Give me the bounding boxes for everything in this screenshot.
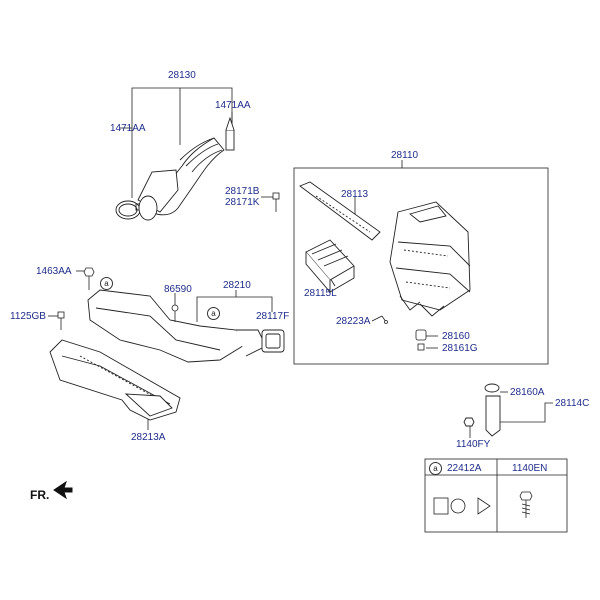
label-1463AA: 1463AA: [36, 266, 72, 277]
label-28115L: 28115L: [304, 288, 337, 299]
air-cleaner-drawing: [389, 201, 471, 317]
leader-28114C: [498, 402, 553, 423]
legend-table: [424, 458, 568, 533]
front-arrow-icon: [53, 480, 73, 500]
label-28117F: 28117F: [256, 311, 290, 322]
legend-col2-header: 1140EN: [512, 463, 548, 474]
label-1471AA-top: 1471AA: [215, 100, 251, 111]
label-28113: 28113: [341, 189, 369, 200]
label-28114C: 28114C: [555, 398, 590, 409]
label-28161G: 28161G: [442, 343, 478, 354]
leader-28223A: [371, 315, 383, 322]
bracket-28114C-drawing: [463, 383, 501, 437]
label-86590: 86590: [164, 284, 192, 295]
label-28171B: 28171B: [225, 186, 260, 197]
callout-a-duct: a: [207, 307, 220, 320]
label-1125GB: 1125GB: [10, 311, 46, 322]
leader-28130: [131, 87, 233, 198]
legend-col1-header: 22412A: [447, 463, 482, 474]
callout-a-resonator: a: [100, 277, 113, 290]
legend-bolt-icon: [519, 491, 533, 518]
leader-28210: [196, 296, 273, 322]
label-1140FY: 1140FY: [456, 439, 491, 450]
label-28171K: 28171K: [225, 197, 260, 208]
label-28213A: 28213A: [131, 432, 166, 443]
resonator-drawing: [49, 339, 181, 421]
small-parts-drawing: [381, 315, 427, 351]
label-28160A: 28160A: [510, 387, 545, 398]
front-direction-label: FR.: [30, 488, 50, 502]
label-28160: 28160: [442, 331, 470, 342]
label-28223A: 28223A: [336, 316, 371, 327]
bracket-28113-drawing: [299, 181, 381, 241]
air-duct-drawing: [87, 289, 285, 363]
label-28210: 28210: [223, 280, 251, 291]
intake-hose-drawing: [137, 116, 235, 221]
legend-label-icons: [433, 497, 491, 515]
box-28110: [293, 167, 549, 365]
label-28130: 28130: [168, 70, 196, 81]
callout-a-legend: a: [429, 462, 442, 475]
label-28110: 28110: [391, 150, 419, 161]
bolt-28171-drawing: [272, 192, 280, 212]
filter-element-drawing: [305, 239, 355, 294]
fasteners-drawing: [57, 267, 179, 330]
label-1471AA-left: 1471AA: [110, 123, 146, 134]
